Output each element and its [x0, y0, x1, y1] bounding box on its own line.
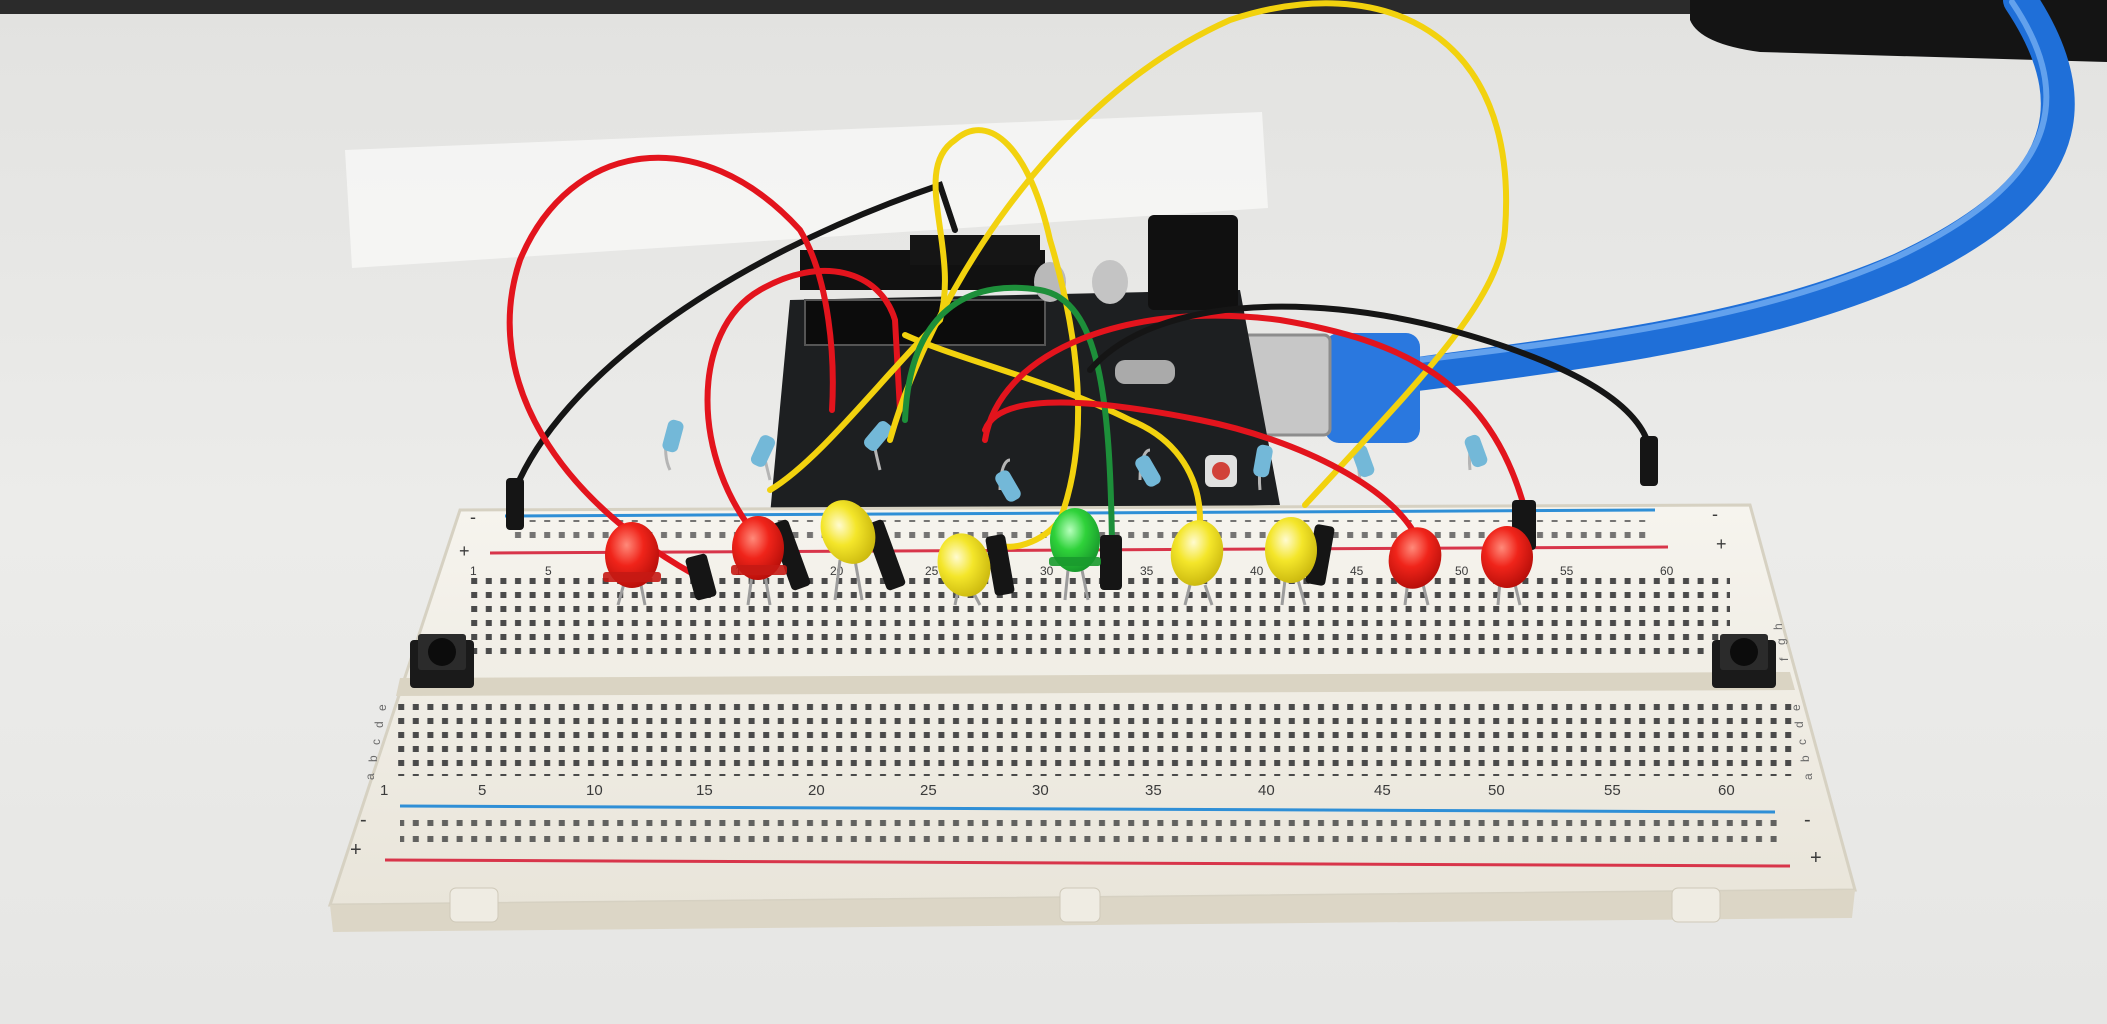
col-num-bottom: 35	[1145, 782, 1162, 799]
wire-red-right-1	[982, 312, 1528, 513]
col-num-bottom: 50	[1488, 782, 1505, 799]
wire-yellow-1	[767, 127, 1082, 550]
left-button	[410, 634, 474, 688]
col-num-bottom: 40	[1258, 782, 1275, 799]
led-yellow-1	[820, 500, 876, 564]
col-num-top: 1	[470, 564, 477, 578]
breadboard-foot-3	[1671, 887, 1721, 923]
window-reflection	[345, 112, 1268, 268]
col-num-bottom: 45	[1374, 782, 1391, 799]
laptop-corner	[1690, 0, 2107, 62]
wire-black-right	[1087, 303, 1653, 453]
breadboard-foot-2	[1059, 887, 1101, 923]
top-terminal-holes	[470, 578, 1730, 656]
col-num-bottom: 15	[696, 782, 713, 799]
row-letter: c	[1795, 739, 1809, 745]
row-letter: a	[1801, 773, 1815, 780]
crystal	[1115, 360, 1175, 384]
resistor-bodies	[662, 419, 1488, 502]
col-num-bottom: 25	[920, 782, 937, 799]
col-num-bottom: 5	[478, 782, 486, 799]
col-num-top: 55	[1560, 564, 1574, 578]
col-num-top: 50	[1455, 564, 1469, 578]
leds	[603, 500, 1533, 597]
row-letter: b	[366, 755, 380, 762]
row-letter: d	[372, 721, 386, 728]
top-rail-plus-right: +	[1716, 534, 1727, 554]
col-num-top: 5	[545, 564, 552, 578]
wire-black-left	[512, 181, 958, 493]
row-letter: c	[369, 739, 383, 745]
row-letters-right: a b c d e f g h	[1771, 623, 1815, 780]
bottom-rail-minus-right: -	[1804, 809, 1811, 831]
row-letter: f	[1777, 657, 1791, 661]
usb-plug-boot	[1325, 333, 1420, 443]
row-letter: a	[363, 773, 377, 780]
led-legs	[616, 559, 1522, 606]
bottom-rail-minus-left: -	[360, 809, 367, 831]
wire-yellow-2	[887, 0, 1510, 508]
led-yellow-2	[937, 533, 991, 597]
bottom-terminal-holes	[395, 700, 1795, 776]
reset-button-cap	[1212, 462, 1230, 480]
wire-green	[902, 284, 1115, 548]
wires	[506, 0, 1653, 578]
led-red-2	[731, 516, 787, 580]
wire-red-left-loop	[506, 154, 836, 578]
center-channel	[396, 672, 1795, 696]
wire-yellow-3	[902, 332, 1203, 523]
wire-red-right-2	[982, 399, 1423, 548]
col-num-bottom: 20	[808, 782, 825, 799]
col-num-top: 30	[1040, 564, 1054, 578]
usb-cable-highlight	[1417, 0, 2050, 363]
row-letter: e	[1789, 704, 1803, 711]
col-num-top: 25	[925, 564, 939, 578]
row-letter: g	[1774, 638, 1788, 645]
led-green	[1049, 508, 1101, 572]
left-button-cap	[428, 638, 456, 666]
capacitor-2	[1092, 260, 1128, 304]
usb-cable	[1393, 0, 2075, 392]
bottom-rail-red-line	[384, 858, 1791, 868]
row-letter: e	[375, 704, 389, 711]
led-red-4	[1481, 526, 1533, 588]
col-num-bottom: 10	[586, 782, 603, 799]
col-num-bottom: 30	[1032, 782, 1049, 799]
col-num-bottom: 55	[1604, 782, 1621, 799]
bottom-rail-holes	[400, 818, 1780, 848]
col-num-top: 35	[1140, 564, 1154, 578]
row-letter: h	[1771, 623, 1785, 630]
right-button-cap	[1730, 638, 1758, 666]
top-rail-plus-left: +	[459, 541, 470, 561]
bottom-rail-plus-right: +	[1810, 847, 1822, 869]
led-red-3	[1388, 527, 1442, 589]
bottom-rail-blue-line	[399, 804, 1776, 814]
col-num-bottom: 60	[1718, 782, 1735, 799]
bottom-column-numbers: 1 5 10 15 20 25 30 35 40 45 50 55 60	[380, 782, 1735, 799]
row-letters-left: a b c d e	[363, 704, 389, 780]
right-button	[1712, 634, 1776, 688]
led-yellow-4	[1265, 517, 1317, 583]
col-num-top: 40	[1250, 564, 1264, 578]
wire-red-second-loop	[704, 267, 903, 543]
row-letter: b	[1798, 755, 1812, 762]
breadboard: + - + - + - - + 1 5 10 15 20 25 30 35 40…	[327, 503, 1857, 932]
col-num-bottom: 1	[380, 782, 388, 799]
bottom-rail-plus-left: +	[350, 839, 362, 861]
power-jack	[1148, 215, 1238, 310]
led-red-1	[603, 522, 661, 588]
top-rail-minus-left: -	[470, 507, 476, 527]
col-num-top: 45	[1350, 564, 1364, 578]
led-yellow-3	[1170, 520, 1224, 586]
row-letter: d	[1792, 721, 1806, 728]
top-rail-minus-right: -	[1712, 504, 1718, 524]
col-num-top: 60	[1660, 564, 1674, 578]
breadboard-foot-1	[449, 887, 499, 923]
monitor-shadow	[0, 0, 2107, 14]
